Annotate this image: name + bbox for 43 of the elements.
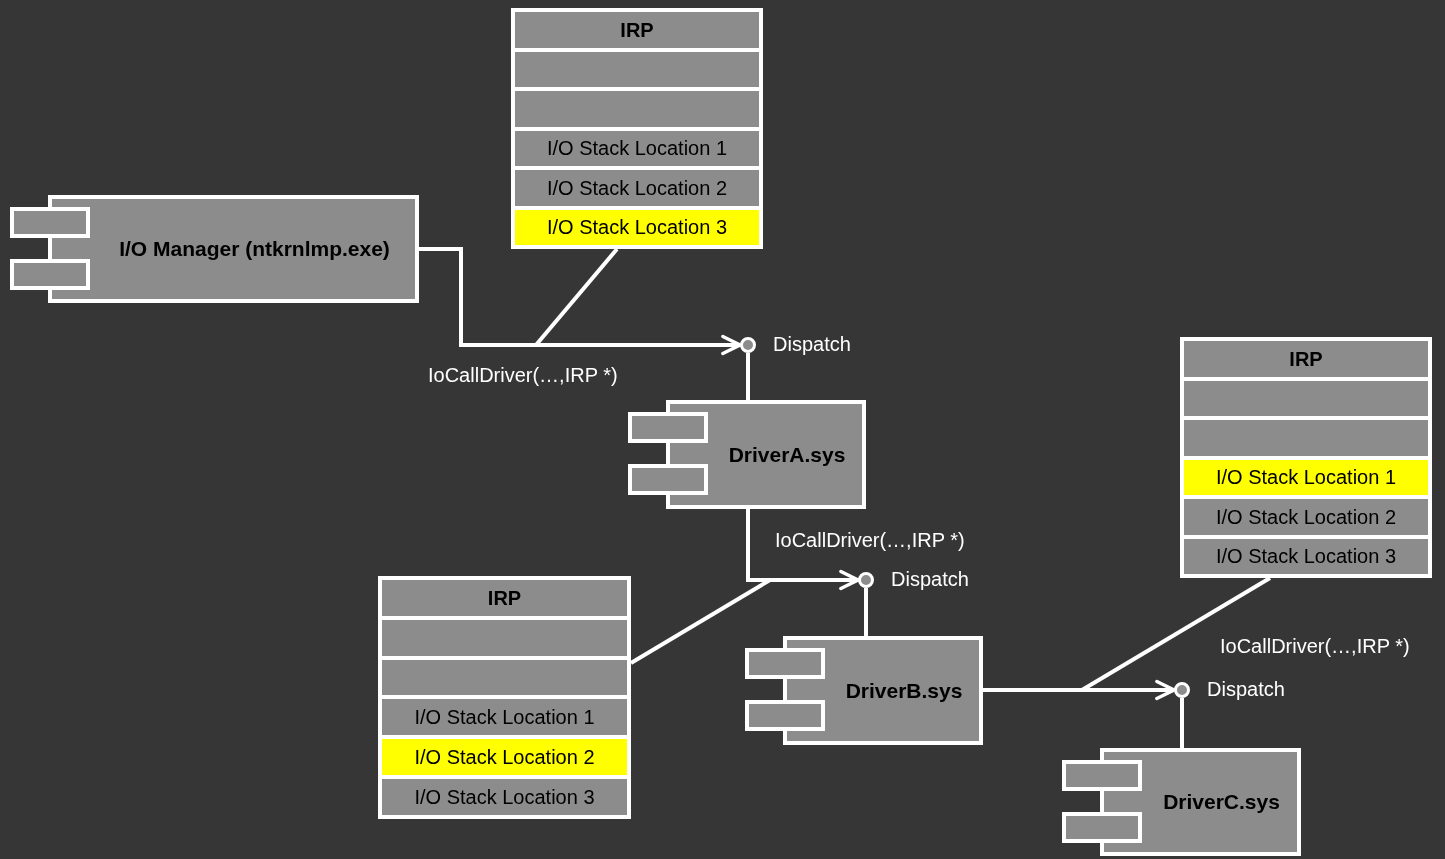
irp-table bbox=[1180, 337, 1432, 578]
stack-location-row: I/O Stack Location 2 bbox=[382, 739, 627, 776]
component-name: DriverB.sys bbox=[845, 677, 963, 704]
component-name: DriverC.sys bbox=[1163, 789, 1280, 816]
component-tab bbox=[1062, 812, 1142, 843]
connector-line bbox=[864, 588, 868, 636]
component-tab bbox=[745, 648, 825, 679]
irp-field-row bbox=[1184, 420, 1428, 456]
interface-label: Dispatch bbox=[773, 332, 851, 357]
irp-field-row bbox=[382, 659, 627, 696]
irp-table bbox=[378, 576, 631, 819]
component-box bbox=[48, 195, 419, 303]
stack-location-row: I/O Stack Location 1 bbox=[515, 130, 759, 166]
component-tab bbox=[628, 412, 708, 443]
connector-line bbox=[1180, 698, 1184, 748]
stack-location-row: I/O Stack Location 1 bbox=[1184, 459, 1428, 495]
component-tab bbox=[1062, 760, 1142, 791]
connector-line bbox=[746, 353, 750, 400]
interface-label: Dispatch bbox=[891, 567, 969, 592]
irp-field-row bbox=[515, 91, 759, 127]
irp-field-row bbox=[1184, 380, 1428, 416]
stack-location-row: I/O Stack Location 3 bbox=[515, 209, 759, 245]
irp-field-row bbox=[382, 619, 627, 656]
stack-location-row: I/O Stack Location 1 bbox=[382, 699, 627, 736]
irp-table bbox=[511, 8, 763, 249]
irp-field-row bbox=[515, 51, 759, 87]
irp-header-row: IRP bbox=[382, 580, 627, 616]
stack-location-row: I/O Stack Location 3 bbox=[1184, 538, 1428, 574]
stack-location-row: I/O Stack Location 3 bbox=[382, 779, 627, 815]
irp-header-row: IRP bbox=[1184, 341, 1428, 377]
component-tab bbox=[10, 207, 90, 238]
arrow bbox=[746, 509, 860, 591]
component-tab bbox=[745, 700, 825, 731]
arrow bbox=[983, 679, 1176, 701]
stack-location-row: I/O Stack Location 2 bbox=[515, 170, 759, 206]
irp-header-row: IRP bbox=[515, 12, 759, 48]
component-name: I/O Manager (ntkrnlmp.exe) bbox=[119, 236, 390, 263]
interface-label: Dispatch bbox=[1207, 677, 1285, 702]
component-tab bbox=[628, 464, 708, 495]
arrow bbox=[419, 247, 742, 356]
stack-location-row: I/O Stack Location 2 bbox=[1184, 499, 1428, 535]
component-tab bbox=[10, 259, 90, 290]
component-name: DriverA.sys bbox=[728, 441, 846, 468]
